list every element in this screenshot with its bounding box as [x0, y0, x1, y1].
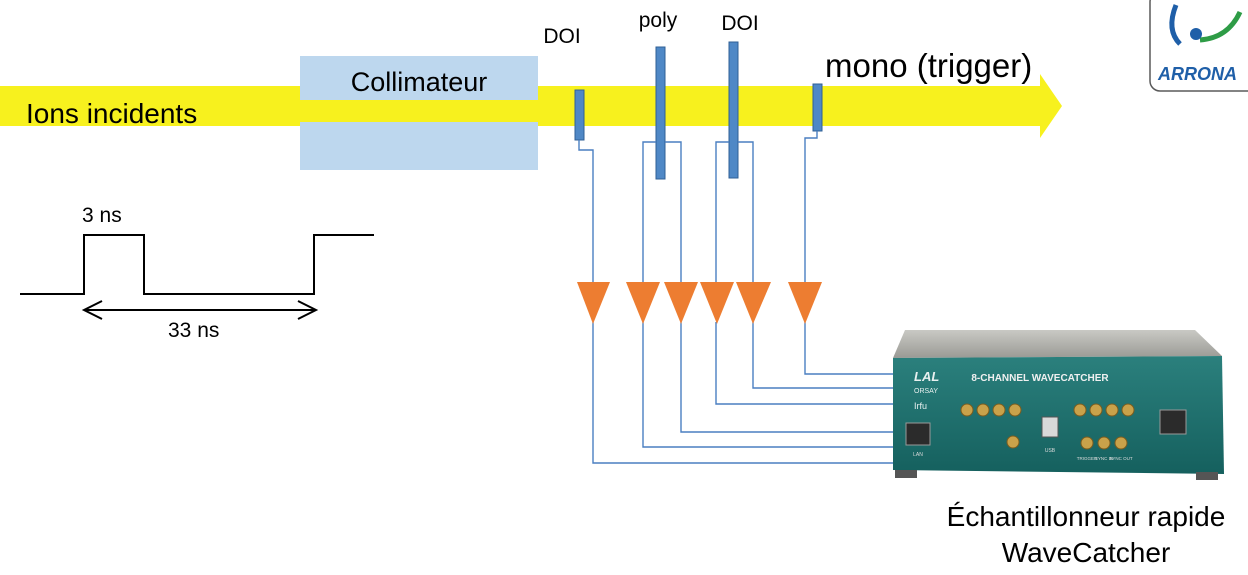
mono-trigger-label: mono (trigger) [825, 47, 1032, 84]
detector-doi-left [574, 89, 585, 141]
lan-port-right [1159, 409, 1187, 435]
port-label-usb: USB [1045, 448, 1056, 454]
pulse-width-label: 3 ns [82, 204, 122, 227]
detector-doi-right [728, 41, 739, 179]
digitizer-caption-line1: Échantillonneur rapide [947, 501, 1226, 532]
collimator: Collimateur [300, 56, 538, 170]
bnc-connectors [960, 403, 1135, 450]
detector-poly [655, 46, 666, 180]
doi-right-label: DOI [721, 12, 758, 35]
amplifier-2 [626, 282, 660, 324]
incident-ions-label: Ions incidents [26, 98, 197, 129]
logo-arc-icon [1199, 10, 1243, 43]
digitizer-caption-line2: WaveCatcher [1002, 537, 1171, 568]
port-label-trigger: TRIGGER [1077, 456, 1098, 461]
port-label-lan: LAN [913, 452, 923, 458]
logo-dot-icon [1190, 28, 1202, 40]
logo-swoosh-icon [1169, 4, 1182, 46]
brand-irfu: Irfu [914, 401, 927, 411]
pulse-waveform [20, 234, 374, 295]
collimator-label: Collimateur [351, 67, 488, 97]
brand-orsay: ORSAY [914, 388, 938, 395]
device-panel-title: 8-CHANNEL WAVECATCHER [971, 373, 1109, 384]
amplifier-5 [736, 282, 771, 324]
signal-wires [578, 131, 894, 464]
port-label-sync-in: SYNC IN [1095, 456, 1113, 461]
detector-mono [812, 83, 823, 132]
poly-label: poly [639, 9, 678, 32]
logo-text: ARRONA [1157, 64, 1237, 84]
amplifiers [577, 282, 822, 324]
timing-diagram: 3 ns 33 ns [20, 204, 374, 342]
period-label: 33 ns [168, 319, 219, 342]
period-arrow [81, 300, 319, 320]
amplifier-1 [577, 282, 610, 324]
amplifier-3 [664, 282, 698, 324]
arronax-logo: ARRONA [1149, 0, 1248, 92]
brand-lal: LAL [914, 369, 939, 384]
lan-port-left [905, 422, 931, 446]
wavecatcher-device: LAL ORSAY Irfu 8-CHANNEL WAVECATCHER LAN… [893, 330, 1224, 480]
usb-port [1041, 416, 1059, 438]
amplifier-6 [788, 282, 822, 324]
amplifier-4 [700, 282, 734, 324]
port-label-sync-out: SYNC OUT [1109, 456, 1133, 461]
doi-left-label: DOI [543, 25, 580, 48]
